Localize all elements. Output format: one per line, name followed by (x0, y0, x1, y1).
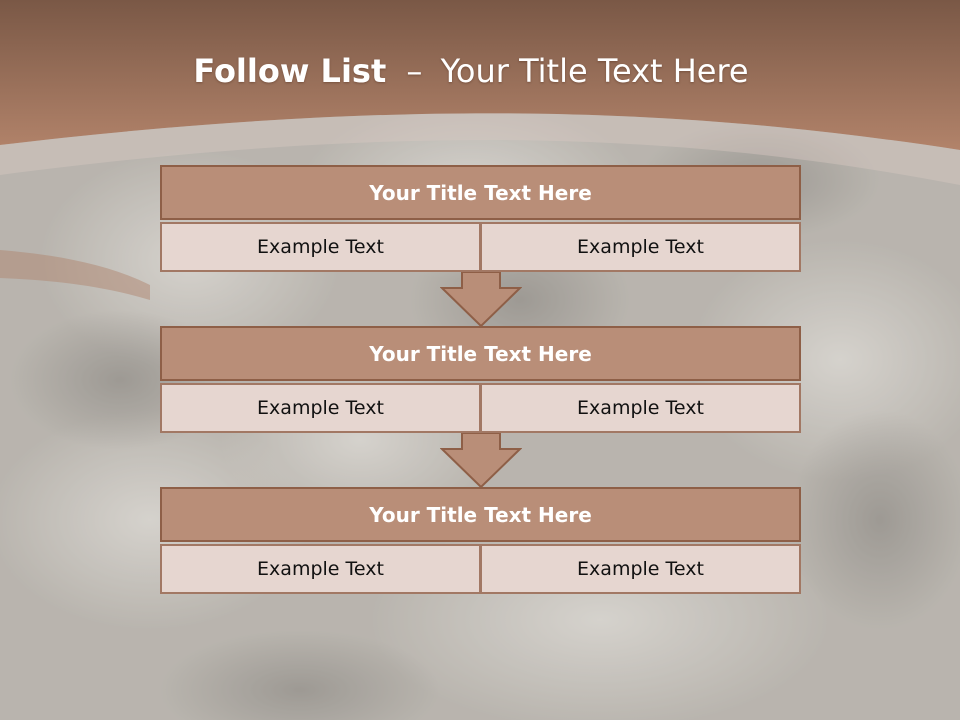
block-row: Example Text Example Text (160, 222, 801, 272)
block-cell-left: Example Text (160, 544, 481, 594)
slide-title: Follow List – Your Title Text Here (0, 52, 942, 90)
block-cell-left: Example Text (160, 222, 481, 272)
down-arrow-icon (440, 433, 522, 489)
block-cell-right: Example Text (481, 544, 801, 594)
block-cell-right: Example Text (481, 383, 801, 433)
slide-title-separator: – (406, 52, 423, 90)
slide-title-rest: Your Title Text Here (440, 52, 749, 90)
block-title: Your Title Text Here (160, 165, 801, 220)
block-row: Example Text Example Text (160, 383, 801, 433)
block-row: Example Text Example Text (160, 544, 801, 594)
slide-title-bold: Follow List (193, 52, 387, 90)
follow-block-1: Your Title Text Here Example Text Exampl… (160, 165, 801, 272)
follow-block-3: Your Title Text Here Example Text Exampl… (160, 487, 801, 594)
follow-block-2: Your Title Text Here Example Text Exampl… (160, 326, 801, 433)
block-title: Your Title Text Here (160, 326, 801, 381)
block-cell-left: Example Text (160, 383, 481, 433)
block-title: Your Title Text Here (160, 487, 801, 542)
down-arrow-icon (440, 272, 522, 328)
block-cell-right: Example Text (481, 222, 801, 272)
